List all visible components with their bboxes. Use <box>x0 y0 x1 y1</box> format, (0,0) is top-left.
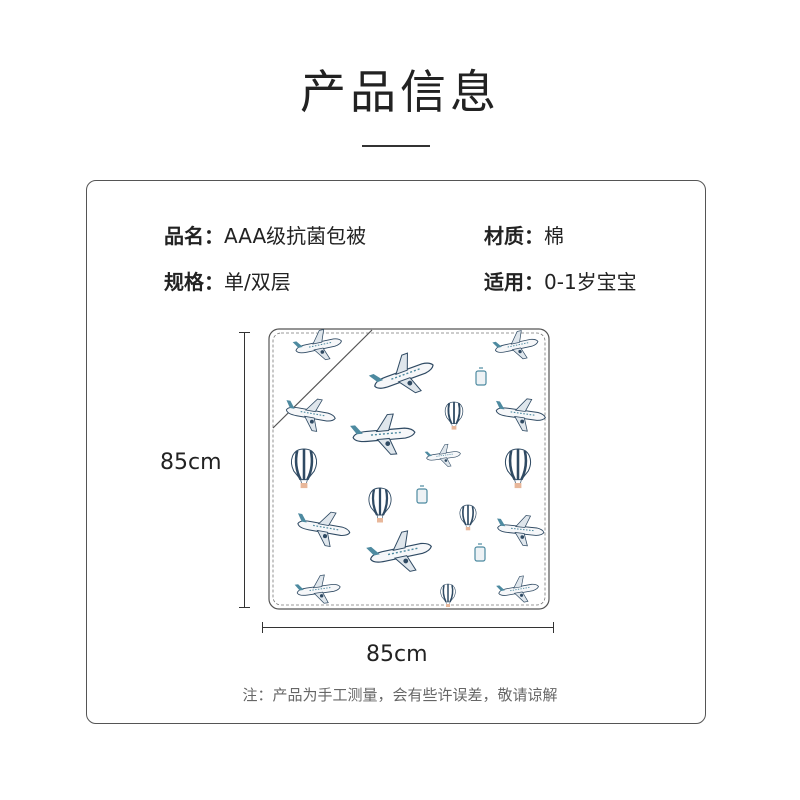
title-divider <box>362 145 430 147</box>
material-label: 材质： <box>484 224 544 248</box>
blanket-illustration <box>268 328 550 610</box>
product-name-value: AAA级抗菌包被 <box>224 224 367 248</box>
spec-value: 单/双层 <box>224 270 291 294</box>
product-info-card <box>86 180 706 724</box>
measurement-note: 注：产品为手工测量，会有些许误差，敬请谅解 <box>242 686 558 704</box>
spec-label: 规格： <box>164 270 224 294</box>
spec-row: 规格：单/双层 <box>164 266 291 295</box>
material-value: 棉 <box>544 224 564 248</box>
page-title: 产品信息 <box>300 65 500 119</box>
width-dimension-line <box>262 622 554 633</box>
usage-label: 适用： <box>484 270 544 294</box>
height-dimension-label: 85cm <box>160 450 222 475</box>
material-row: 材质：棉 <box>484 220 564 249</box>
product-name-row: 品名：AAA级抗菌包被 <box>164 220 366 249</box>
width-dimension-label: 85cm <box>366 642 428 667</box>
height-dimension-line <box>239 332 250 608</box>
usage-row: 适用：0-1岁宝宝 <box>484 266 637 295</box>
usage-value: 0-1岁宝宝 <box>544 270 637 294</box>
product-name-label: 品名： <box>164 224 224 248</box>
